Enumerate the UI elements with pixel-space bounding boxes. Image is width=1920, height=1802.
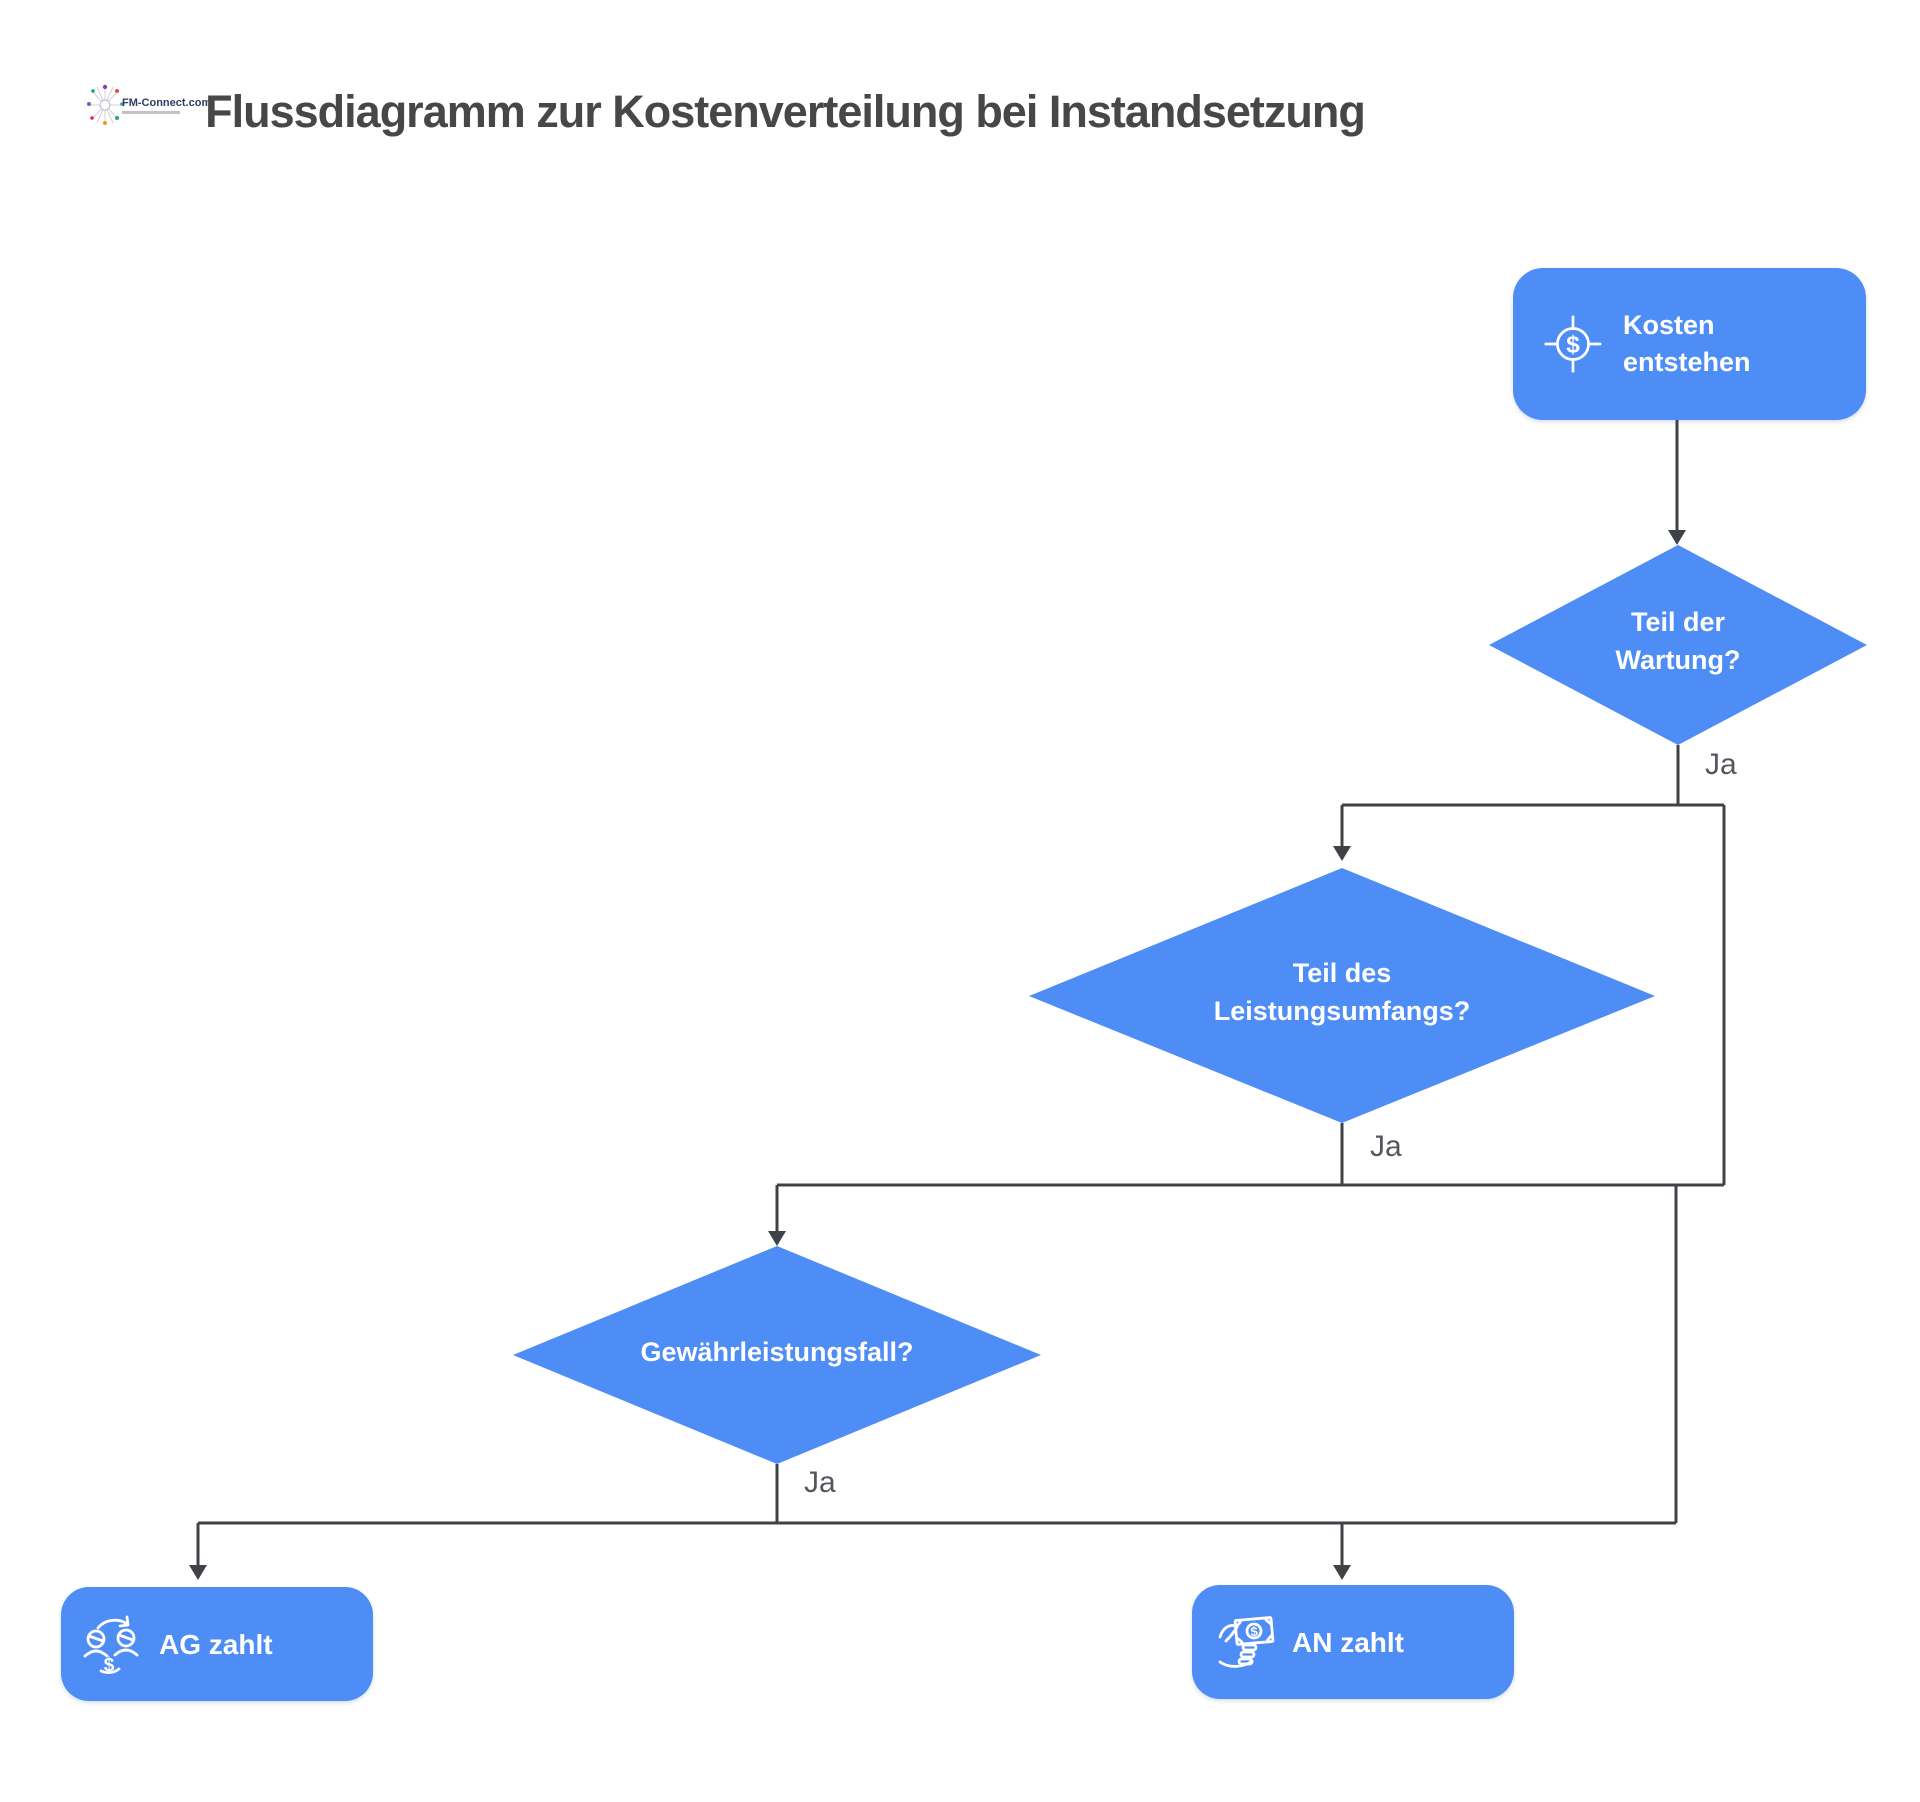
- hand-cash-icon: $: [1218, 1616, 1275, 1668]
- arrowhead-into-an: [1333, 1565, 1351, 1580]
- decision-diamond-wartung: [1489, 545, 1867, 745]
- outcome-node-an-zahlt: $ AN zahlt: [1192, 1585, 1514, 1699]
- dollar-glyph: $: [104, 1655, 115, 1676]
- dollar-glyph: $: [1250, 1624, 1259, 1640]
- start-node-label: Kosten entstehen: [1623, 310, 1751, 377]
- arrowhead-into-ag: [189, 1565, 207, 1580]
- logo-starburst-icon: [87, 84, 124, 125]
- decision-label-wartung: Teil der Wartung?: [1615, 607, 1741, 675]
- decision-diamond-leistungsumfang: [1029, 868, 1655, 1123]
- people-money-exchange-icon: $: [83, 1615, 139, 1676]
- edge-label-gewaehr-ja: Ja: [804, 1466, 836, 1499]
- outcome-node-ag-zahlt: $ AG zahlt: [61, 1587, 373, 1701]
- edge-label-wartung-ja: Ja: [1705, 748, 1737, 781]
- logo-brand-name: FM-Connect.com: [122, 96, 212, 109]
- logo-text: FM-Connect.com: [122, 97, 211, 114]
- dollar-target-icon: $: [1544, 315, 1602, 373]
- outcome-label-an: AN zahlt: [1292, 1626, 1404, 1658]
- start-node-kosten-entstehen: $ Kosten entstehen: [1513, 268, 1866, 420]
- page-title: Flussdiagramm zur Kostenverteilung bei I…: [205, 86, 1366, 137]
- decision-label-leistungsumfang: Teil des Leistungsumfangs?: [1213, 958, 1471, 1026]
- fm-connect-logo: FM-Connect.com: [84, 82, 211, 128]
- arrowhead-into-leistung: [1333, 846, 1351, 861]
- decision-diamond-gewaehrleistung: [513, 1246, 1041, 1464]
- logo-tagline: [122, 110, 180, 114]
- edge-label-leistung-ja: Ja: [1370, 1130, 1402, 1163]
- decision-label-gewaehrleistung: Gewährleistungsfall?: [640, 1337, 914, 1367]
- dollar-glyph: $: [1566, 332, 1580, 359]
- outcome-label-ag: AG zahlt: [159, 1628, 273, 1660]
- arrowhead-into-gewaehr: [768, 1231, 786, 1246]
- arrowhead-into-wartung: [1668, 530, 1686, 545]
